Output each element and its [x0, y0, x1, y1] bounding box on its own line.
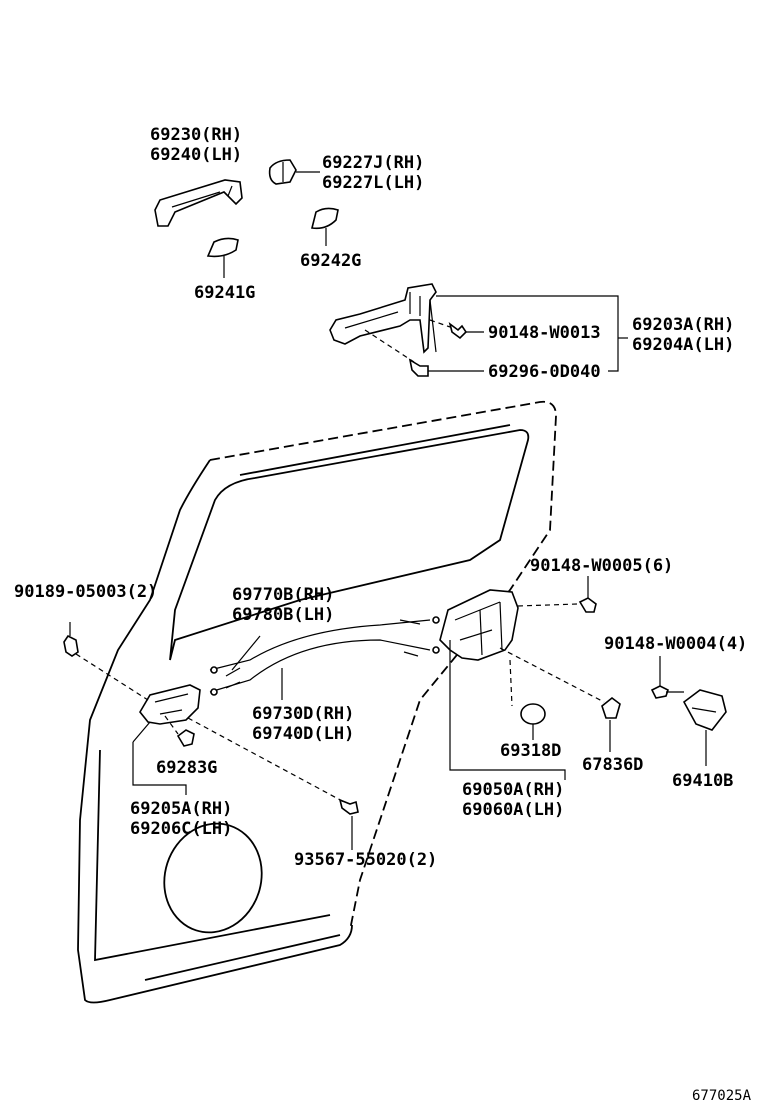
door-lock-assembly-part — [439, 589, 519, 661]
speaker-hole — [163, 822, 263, 934]
label-90148-W0013[interactable]: 90148-W0013 — [488, 323, 601, 343]
label-69060A[interactable]: 69060A(LH) — [462, 800, 564, 820]
label-69410B[interactable]: 69410B — [672, 771, 733, 791]
label-69740D[interactable]: 69740D(LH) — [252, 724, 354, 744]
figure-number: 677025A — [692, 1088, 752, 1104]
label-69203A[interactable]: 69203A(RH) — [632, 315, 734, 335]
handle-cover-part — [268, 159, 297, 185]
outside-handle-part — [154, 179, 243, 227]
bolt-part-3 — [578, 597, 597, 613]
handle-pad-part — [311, 207, 339, 230]
clip-part — [63, 634, 79, 657]
grommet-part — [520, 703, 546, 725]
label-69230[interactable]: 69230(RH) — [150, 125, 242, 145]
control-cables-part — [209, 616, 440, 696]
label-69050A[interactable]: 69050A(RH) — [462, 780, 564, 800]
label-67836D[interactable]: 67836D — [582, 755, 643, 775]
handle-pad-part-2 — [206, 237, 239, 258]
label-69227J[interactable]: 69227J(RH) — [322, 153, 424, 173]
label-69206C[interactable]: 69206C(LH) — [130, 819, 232, 839]
label-69242G[interactable]: 69242G — [300, 251, 361, 271]
handle-frame-part — [329, 283, 437, 354]
label-69240[interactable]: 69240(LH) — [150, 145, 242, 165]
cover-part — [601, 696, 621, 719]
screw-part — [338, 798, 359, 815]
label-69204A[interactable]: 69204A(LH) — [632, 335, 734, 355]
label-69227L[interactable]: 69227L(LH) — [322, 173, 424, 193]
bolt-part-4 — [650, 685, 669, 699]
label-69205A[interactable]: 69205A(RH) — [130, 799, 232, 819]
label-69780B[interactable]: 69780B(LH) — [232, 605, 334, 625]
label-69241G[interactable]: 69241G — [194, 283, 255, 303]
label-69296-0D040[interactable]: 69296-0D040 — [488, 362, 601, 382]
plug-part — [176, 729, 195, 747]
label-90189-05003[interactable]: 90189-05003(2) — [14, 582, 157, 602]
label-90148-W0005[interactable]: 90148-W0005(6) — [530, 556, 673, 576]
part-labels: 69230(RH) 69240(LH) 69227J(RH) 69227L(LH… — [14, 125, 752, 1104]
striker-part — [682, 689, 727, 731]
bolt-part-2 — [408, 358, 429, 377]
label-69318D[interactable]: 69318D — [500, 741, 561, 761]
bolt-part — [448, 322, 468, 340]
label-90148-W0004[interactable]: 90148-W0004(4) — [604, 634, 747, 654]
label-69770B[interactable]: 69770B(RH) — [232, 585, 334, 605]
label-69283G[interactable]: 69283G — [156, 758, 217, 778]
inside-handle-part — [139, 684, 201, 725]
label-69730D[interactable]: 69730D(RH) — [252, 704, 354, 724]
label-93567-55020[interactable]: 93567-55020(2) — [294, 850, 437, 870]
